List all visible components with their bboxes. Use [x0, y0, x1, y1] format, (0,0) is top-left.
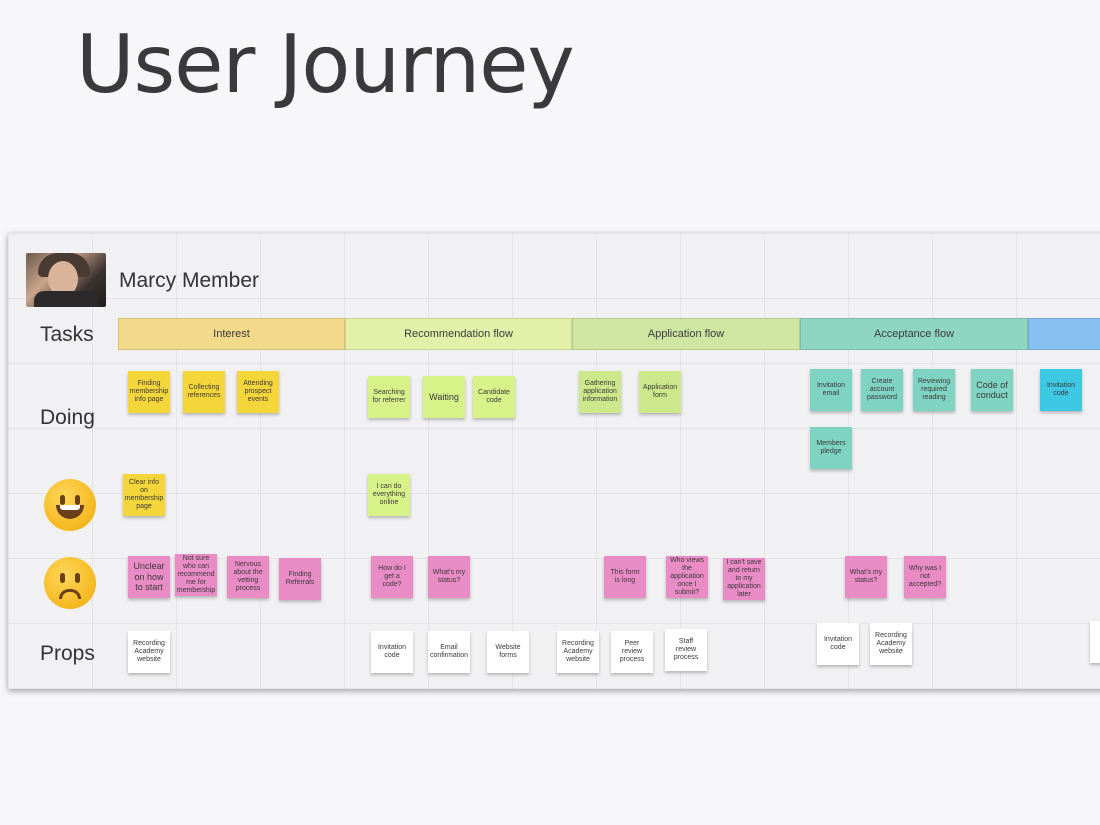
sticky-note[interactable]: Email confirmation — [428, 631, 470, 673]
persona-avatar — [26, 253, 106, 307]
sticky-note[interactable]: Members pledge — [810, 427, 852, 469]
sticky-note[interactable]: Recording Academy website — [870, 623, 912, 665]
happy-emoji-icon — [44, 479, 96, 531]
sticky-note[interactable]: How do I get a code? — [371, 556, 413, 598]
sticky-note[interactable]: Why was I not accepted? — [904, 556, 946, 598]
page-title: User Journey — [76, 18, 575, 111]
row-label-doing: Doing — [40, 406, 95, 429]
sticky-note[interactable]: Peer review process — [611, 631, 653, 673]
persona-name: Marcy Member — [119, 269, 260, 292]
sticky-note[interactable]: Recording Academy website — [557, 631, 599, 673]
sticky-note[interactable]: This form is long — [604, 556, 646, 598]
phase-application-flow: Application flow — [572, 318, 800, 350]
sticky-note[interactable]: Finding membership info page — [128, 371, 170, 413]
sticky-note[interactable]: Gathering application information — [579, 371, 621, 413]
sticky-note[interactable]: Invitation code — [1040, 369, 1082, 411]
sticky-note[interactable]: Waiting — [423, 376, 465, 418]
sticky-note[interactable]: E — [1090, 621, 1100, 663]
sticky-note[interactable]: I can do everything online — [368, 474, 410, 516]
sticky-note[interactable]: Unclear on how to start — [128, 556, 170, 598]
sticky-note[interactable]: Who views the application once I submit? — [666, 556, 708, 598]
sticky-note[interactable]: Searching for referrer — [368, 376, 410, 418]
phase-interest: Interest — [118, 318, 345, 350]
sad-emoji-icon — [44, 557, 96, 609]
sticky-note[interactable]: Website forms — [487, 631, 529, 673]
sticky-note[interactable]: I can't save and return to my applicatio… — [723, 558, 765, 600]
sticky-note[interactable]: What's my status? — [428, 556, 470, 598]
sticky-note[interactable]: Clear info on membership page — [123, 474, 165, 516]
phase-next — [1028, 318, 1100, 350]
sticky-note[interactable]: Attending prospect events — [237, 371, 279, 413]
sticky-note[interactable]: Finding Referrals — [279, 558, 321, 600]
sticky-note[interactable]: Invitation code — [817, 623, 859, 665]
sticky-note[interactable]: Reviewing required reading — [913, 369, 955, 411]
journey-map-board: Marcy Member Tasks Doing Props Interest … — [8, 233, 1100, 689]
sticky-note[interactable]: Not sure who can recommend me for member… — [175, 554, 217, 596]
phase-recommendation-flow: Recommendation flow — [345, 318, 572, 350]
row-label-tasks: Tasks — [40, 323, 94, 346]
sticky-note[interactable]: Staff review process — [665, 629, 707, 671]
phase-acceptance-flow: Acceptance flow — [800, 318, 1028, 350]
sticky-note[interactable]: Invitation code — [371, 631, 413, 673]
sticky-note[interactable]: Invitation email — [810, 369, 852, 411]
sticky-note[interactable]: Application form — [639, 371, 681, 413]
sticky-note[interactable]: Nervous about the vetting process — [227, 556, 269, 598]
sticky-note[interactable]: Create account password — [861, 369, 903, 411]
sticky-note[interactable]: Candidate code — [473, 376, 515, 418]
sticky-note[interactable]: What's my status? — [845, 556, 887, 598]
sticky-note[interactable]: Collecting references — [183, 371, 225, 413]
sticky-note[interactable]: Recording Academy website — [128, 631, 170, 673]
row-label-props: Props — [40, 642, 95, 665]
sticky-note[interactable]: Code of conduct — [971, 369, 1013, 411]
